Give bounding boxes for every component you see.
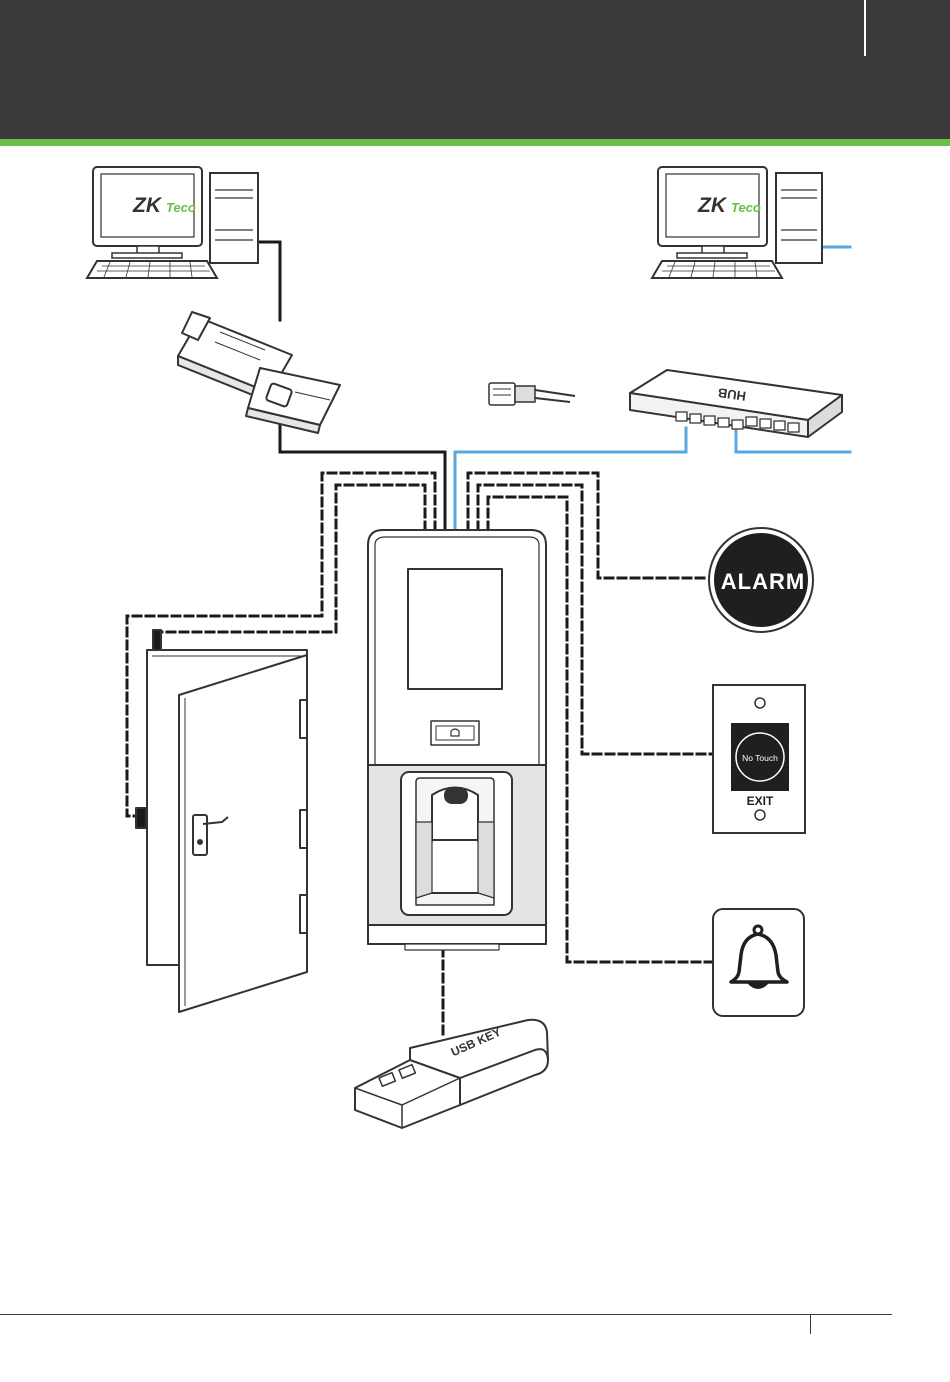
logo-zk-text: ZK [132, 194, 163, 217]
terminal-icon [368, 530, 546, 950]
footer-divider [810, 1314, 811, 1334]
bell-icon [713, 909, 804, 1016]
usb-key-icon: USB KEY [355, 1020, 548, 1128]
computer-icon: ZK Teco [652, 167, 822, 278]
logo-zk-text: ZK [697, 194, 728, 217]
hub-icon: HUB [630, 370, 842, 437]
logo-teco-text: Teco [731, 200, 761, 215]
converter-icon [178, 312, 340, 433]
computer-icon: ZK Teco [87, 167, 258, 278]
logo-teco-text: Teco [166, 200, 196, 215]
door-icon [136, 630, 307, 1012]
exit-touch-label: No Touch [742, 753, 778, 763]
exit-label: EXIT [747, 794, 774, 808]
alarm-icon: ALARM [709, 528, 813, 632]
rj45-connector-icon [489, 383, 575, 405]
footer-rule [0, 1314, 892, 1315]
exit-button-icon: No Touch EXIT [713, 685, 805, 833]
alarm-label: ALARM [721, 569, 805, 594]
